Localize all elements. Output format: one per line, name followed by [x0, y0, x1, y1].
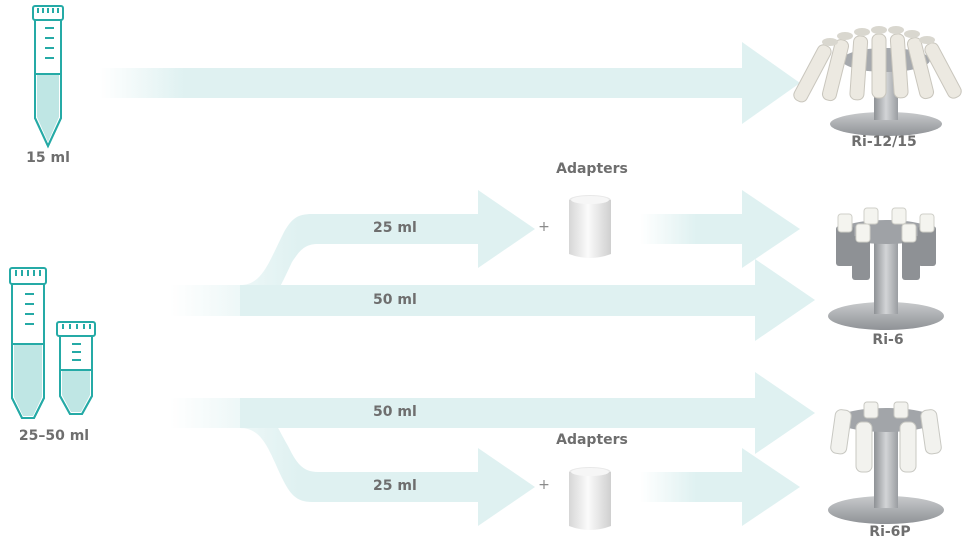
- adapters-label-bottom: Adapters: [556, 432, 628, 448]
- rotor-ri12-15-icon: [793, 26, 962, 136]
- branch-top-25ml-label: 25 ml: [373, 220, 417, 236]
- rotor-ri6p-label: Ri-6P: [869, 524, 911, 540]
- arrow-adapter-to-ri6p: [640, 448, 800, 526]
- rotor-ri6-icon: [828, 207, 944, 330]
- arrow-middle-50ml: [240, 259, 815, 341]
- adapters-label-top: Adapters: [556, 161, 628, 177]
- adapter-cup-bottom-icon: [569, 467, 611, 530]
- adapter-cup-top-icon: [569, 195, 611, 258]
- plus-sign-bottom: +: [538, 477, 550, 493]
- tube-25ml-icon: [56, 321, 96, 415]
- branch-top-50ml-label: 50 ml: [373, 292, 417, 308]
- rotor-ri6p-icon: [828, 401, 944, 524]
- arrow-bottom-50ml: [240, 372, 815, 454]
- rotor-ri6-label: Ri-6: [872, 332, 904, 348]
- branch-bottom-25ml-label: 25 ml: [373, 478, 417, 494]
- arrow-stem-bottom: [170, 398, 535, 526]
- tube-25-50ml-label: 25–50 ml: [18, 428, 90, 444]
- tube-15ml-label: 15 ml: [26, 150, 70, 166]
- plus-sign-top: +: [538, 219, 550, 235]
- arrow-stem-middle: [170, 190, 535, 316]
- rotor-ri12-15-label: Ri-12/15: [851, 134, 917, 150]
- arrow-15ml-to-ri12: [100, 42, 800, 124]
- arrow-adapter-to-ri6: [640, 190, 800, 268]
- tube-50ml-icon: [9, 267, 47, 419]
- branch-bottom-50ml-label: 50 ml: [373, 404, 417, 420]
- tube-15ml-icon: [32, 5, 64, 149]
